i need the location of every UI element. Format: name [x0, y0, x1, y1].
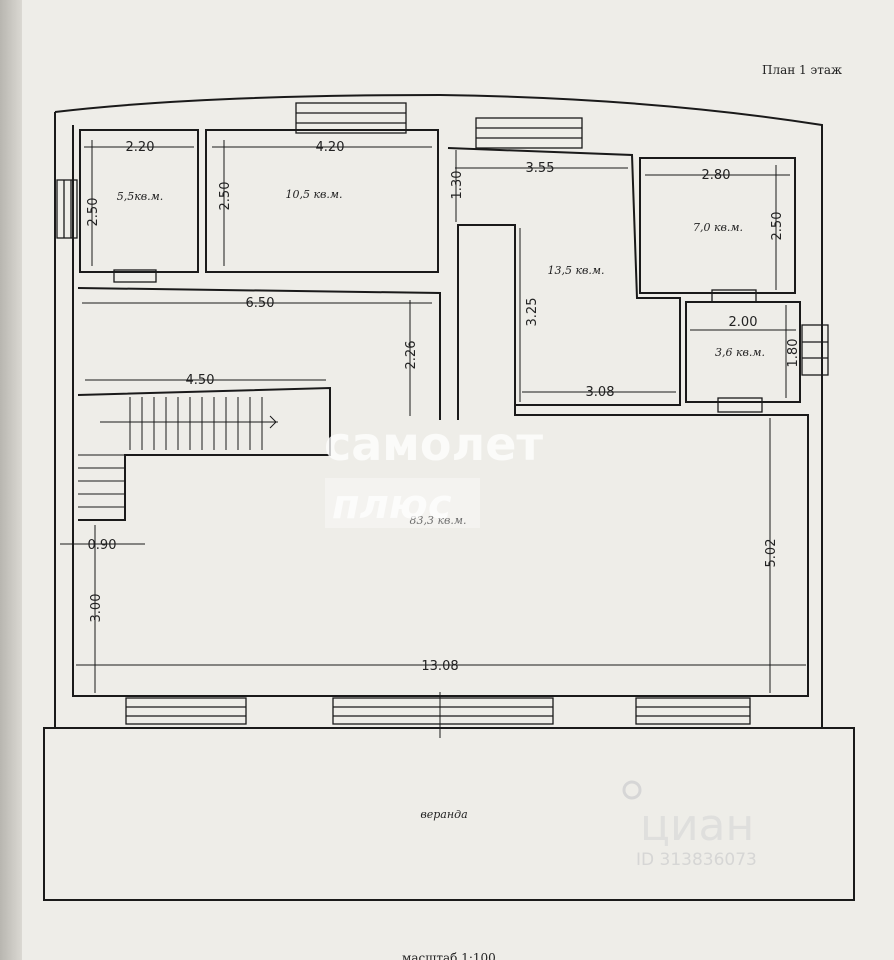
outer-wall-top [54, 93, 823, 728]
room-1-area: 5,5кв.м. [117, 190, 164, 203]
dim-3-00: 3.00 [89, 594, 104, 623]
dim-3-25: 3.25 [525, 298, 540, 327]
room-3-wall [447, 147, 681, 406]
plan-sheet [22, 0, 894, 960]
dim-1-80: 1.80 [786, 339, 801, 368]
room-4-area: 7,0 кв.м. [693, 221, 743, 234]
window-left-room1 [56, 179, 78, 239]
plus-watermark-box [325, 478, 480, 528]
cian-logo-icon [622, 780, 642, 800]
main-hall-wall [72, 125, 809, 697]
cian-watermark: циан [640, 800, 754, 851]
dim-4-20: 4.20 [316, 140, 345, 155]
veranda-label: веранда [420, 808, 467, 821]
corridor-wall [77, 287, 441, 420]
door-room1 [113, 269, 157, 283]
stair-steps [78, 397, 278, 508]
dimension-lines [60, 140, 806, 738]
window-bottom-middle [332, 697, 554, 725]
dim-1-30: 1.30 [450, 171, 465, 200]
dim-2-80: 2.80 [702, 168, 731, 183]
dim-2-20: 2.20 [126, 140, 155, 155]
window-bottom-right [635, 697, 751, 725]
window-bottom-left [125, 697, 247, 725]
dim-6-50: 6.50 [246, 296, 275, 311]
dim-3-55: 3.55 [526, 161, 555, 176]
window-top-left [295, 102, 407, 134]
plan-title: План 1 этаж [762, 63, 842, 77]
door-room4 [711, 289, 757, 303]
samolet-watermark: самолет [324, 417, 543, 471]
dim-0-90: 0.90 [88, 538, 117, 553]
dim-2-50-room1: 2.50 [86, 198, 101, 227]
windows [56, 102, 829, 725]
dim-4-50: 4.50 [186, 373, 215, 388]
dim-2-50-room2: 2.50 [218, 182, 233, 211]
dim-2-50-room4: 2.50 [770, 212, 785, 241]
window-right-room5 [801, 324, 829, 376]
plus-watermark: плюс [332, 482, 452, 528]
dim-2-00: 2.00 [729, 315, 758, 330]
room-4-wall [639, 157, 796, 294]
room-5-area: 3,6 кв.м. [715, 346, 765, 359]
room-2-wall [205, 129, 439, 273]
dim-5-02: 5.02 [764, 539, 779, 568]
walls [43, 93, 855, 901]
door-room5 [717, 397, 763, 413]
window-top-right [475, 117, 583, 149]
staircase-outline [77, 386, 331, 521]
room-2-area: 10,5 кв.м. [285, 188, 342, 201]
dim-2-26: 2.26 [404, 341, 419, 370]
hall-area: 83,3 кв.м. [409, 514, 466, 527]
scale-label: масштаб 1:100 [402, 951, 496, 960]
dim-3-08: 3.08 [586, 385, 615, 400]
room-1-wall [79, 129, 199, 273]
dim-13-08: 13.08 [421, 659, 458, 674]
cian-id-watermark: ID 313836073 [636, 850, 757, 870]
veranda-wall [43, 727, 855, 901]
room-3-area: 13,5 кв.м. [547, 264, 604, 277]
